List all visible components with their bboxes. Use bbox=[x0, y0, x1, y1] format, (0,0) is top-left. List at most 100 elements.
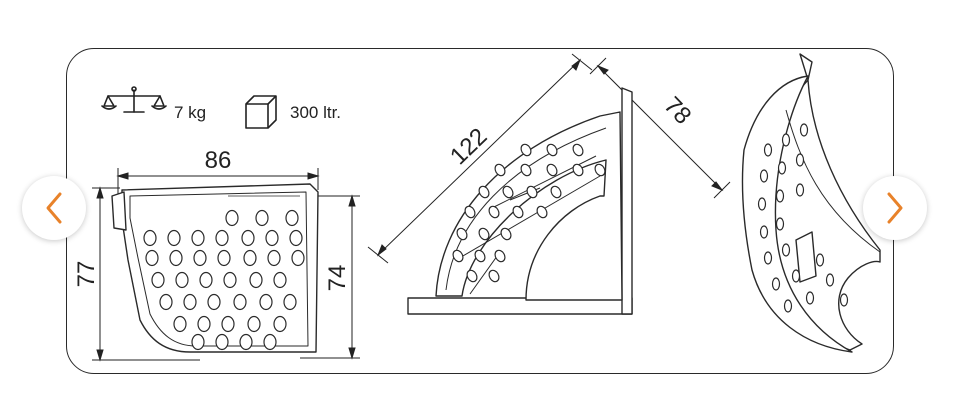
dimension-width: 86 bbox=[205, 147, 232, 174]
dimension-diagonal: 122 bbox=[445, 123, 493, 170]
perforation-hole bbox=[520, 143, 532, 157]
perforation-hole bbox=[191, 229, 205, 247]
perforation-hole bbox=[143, 229, 157, 247]
perforation-hole bbox=[169, 249, 183, 267]
previous-image-button[interactable] bbox=[22, 176, 86, 240]
perforation-hole bbox=[795, 153, 805, 167]
side-dimension-lines bbox=[367, 53, 731, 264]
perforation-hole bbox=[795, 183, 805, 197]
perforation-hole bbox=[233, 293, 247, 311]
perforation-hole bbox=[775, 189, 785, 203]
perforation-hole bbox=[273, 315, 287, 333]
perforation-hole bbox=[175, 271, 189, 289]
perforation-hole bbox=[285, 209, 299, 227]
perforation-hole bbox=[215, 229, 229, 247]
dimension-left-height: 77 bbox=[73, 261, 100, 288]
perforation-hole bbox=[145, 249, 159, 267]
perforation-hole bbox=[771, 277, 781, 291]
perforation-hole bbox=[799, 123, 809, 137]
perforation-hole bbox=[536, 205, 548, 219]
perforation-hole bbox=[494, 163, 506, 177]
perforation-hole bbox=[825, 273, 835, 287]
perforation-hole bbox=[759, 225, 769, 239]
cube-icon bbox=[245, 95, 277, 129]
perforation-hole bbox=[283, 293, 297, 311]
perforation-hole bbox=[267, 249, 281, 267]
perforation-hole bbox=[243, 249, 257, 267]
perforation-hole bbox=[781, 243, 791, 257]
scoop-holes bbox=[757, 123, 849, 313]
perforation-hole bbox=[783, 299, 793, 313]
perforation-hole bbox=[791, 269, 801, 283]
next-image-button[interactable] bbox=[863, 176, 927, 240]
perforation-hole bbox=[512, 205, 524, 219]
perforation-hole bbox=[781, 133, 791, 147]
side-view-part bbox=[407, 87, 633, 315]
perforation-hole bbox=[241, 229, 255, 247]
perforation-hole bbox=[291, 249, 305, 267]
perforation-hole bbox=[239, 333, 253, 351]
perforation-hole bbox=[763, 251, 773, 265]
perforation-hole bbox=[197, 315, 211, 333]
perforation-hole bbox=[815, 253, 825, 267]
front-view-part bbox=[111, 183, 319, 353]
front-holes bbox=[143, 209, 305, 351]
perforation-hole bbox=[223, 271, 237, 289]
perforation-hole bbox=[255, 209, 269, 227]
perforation-hole bbox=[221, 315, 235, 333]
perforation-hole bbox=[167, 229, 181, 247]
weight-value: 7 kg bbox=[174, 103, 206, 122]
perforation-hole bbox=[488, 205, 500, 219]
dimension-right-height: 74 bbox=[324, 265, 351, 292]
scale-icon bbox=[101, 86, 167, 113]
perforation-hole bbox=[225, 209, 239, 227]
perforation-hole bbox=[466, 269, 478, 283]
perforation-hole bbox=[263, 333, 277, 351]
perforation-hole bbox=[464, 205, 476, 219]
dimension-depth: 78 bbox=[658, 92, 696, 130]
perforation-hole bbox=[572, 163, 584, 177]
perforation-hole bbox=[199, 271, 213, 289]
perforation-hole bbox=[478, 185, 490, 199]
perforation-hole bbox=[193, 249, 207, 267]
perforation-hole bbox=[191, 333, 205, 351]
perforation-hole bbox=[207, 293, 221, 311]
perforation-hole bbox=[550, 185, 562, 199]
perforation-hole bbox=[474, 249, 486, 263]
perforation-hole bbox=[520, 163, 532, 177]
perforation-hole bbox=[494, 249, 506, 263]
perforation-hole bbox=[759, 169, 769, 183]
perforation-hole bbox=[159, 293, 173, 311]
side-holes bbox=[452, 143, 606, 283]
perforation-hole bbox=[215, 333, 229, 351]
volume-value: 300 ltr. bbox=[290, 103, 341, 122]
perforation-hole bbox=[173, 315, 187, 333]
perforation-hole bbox=[572, 143, 584, 157]
perforation-hole bbox=[526, 185, 538, 199]
perforation-hole bbox=[478, 227, 490, 241]
perforation-hole bbox=[259, 293, 273, 311]
perforation-hole bbox=[546, 163, 558, 177]
front-dimension-lines bbox=[92, 168, 360, 362]
perforation-hole bbox=[452, 249, 464, 263]
perforation-hole bbox=[500, 227, 512, 241]
perforation-hole bbox=[247, 315, 261, 333]
perforation-hole bbox=[777, 161, 787, 175]
perforation-hole bbox=[289, 229, 303, 247]
perforation-hole bbox=[273, 271, 287, 289]
perforation-hole bbox=[265, 229, 279, 247]
perforation-hole bbox=[775, 217, 785, 231]
perforation-hole bbox=[249, 271, 263, 289]
perforation-hole bbox=[183, 293, 197, 311]
perforation-hole bbox=[502, 185, 514, 199]
perforation-hole bbox=[456, 227, 468, 241]
perforation-hole bbox=[757, 197, 767, 211]
chevron-left-icon bbox=[46, 192, 62, 224]
perforation-hole bbox=[805, 291, 815, 305]
perforation-hole bbox=[839, 293, 849, 307]
perforation-hole bbox=[546, 143, 558, 157]
perforation-hole bbox=[763, 143, 773, 157]
perforation-hole bbox=[594, 163, 606, 177]
